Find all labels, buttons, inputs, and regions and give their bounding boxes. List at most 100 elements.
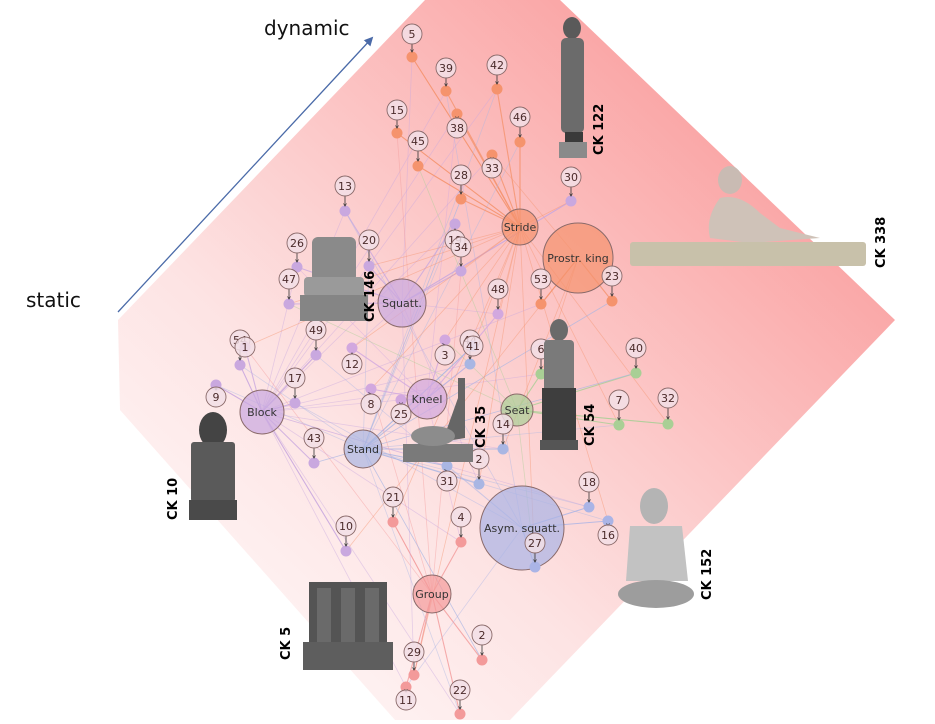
item-node-41[interactable]: 41 [462, 335, 484, 357]
item-node-23[interactable]: 23 [601, 265, 623, 307]
item-dot-22[interactable] [454, 708, 466, 720]
item-dot-2[interactable] [473, 478, 485, 490]
item-node-40[interactable]: 40 [625, 337, 647, 379]
hub-group[interactable]: Group [412, 574, 452, 614]
item-node-42[interactable]: 42 [486, 54, 508, 95]
item-node-8[interactable]: 8 [360, 383, 382, 415]
hub-circle-group[interactable] [412, 574, 452, 614]
item-dot-14[interactable] [497, 443, 509, 455]
item-node-34[interactable]: 34 [450, 236, 472, 277]
item-dot-2[interactable] [476, 654, 488, 666]
item-dot-6[interactable] [535, 368, 547, 380]
item-node-5[interactable]: 5 [401, 23, 423, 63]
item-node-15[interactable]: 15 [386, 99, 408, 139]
item-dot-54[interactable] [234, 359, 246, 371]
item-dot-11[interactable] [400, 681, 412, 693]
item-dot-30[interactable] [565, 195, 577, 207]
item-dot-29[interactable] [408, 669, 420, 681]
item-dot-12[interactable] [346, 342, 358, 354]
item-dot-5[interactable] [406, 51, 418, 63]
item-dot-40[interactable] [630, 367, 642, 379]
item-dot-18[interactable] [583, 501, 595, 513]
hub-circle-kneel[interactable] [406, 378, 448, 420]
item-node-43[interactable]: 43 [303, 427, 325, 469]
item-dot-38[interactable] [451, 108, 463, 120]
hub-circle-stride[interactable] [501, 208, 539, 246]
item-dot-3[interactable] [439, 334, 451, 346]
item-dot-28[interactable] [455, 193, 467, 205]
item-node-21[interactable]: 21 [382, 486, 404, 528]
item-node-12[interactable]: 12 [341, 342, 363, 375]
item-dot-48[interactable] [492, 308, 504, 320]
item-dot-10[interactable] [340, 545, 352, 557]
hub-stride[interactable]: Stride [501, 208, 539, 246]
item-dot-19[interactable] [449, 218, 461, 230]
item-node-10[interactable]: 10 [335, 515, 357, 557]
item-dot-45[interactable] [412, 160, 424, 172]
hub-kneel[interactable]: Kneel [406, 378, 448, 420]
item-node-20[interactable]: 20 [358, 229, 380, 272]
item-node-13[interactable]: 13 [334, 175, 356, 217]
item-node-3[interactable]: 3 [434, 334, 456, 366]
item-node-2[interactable]: 2 [471, 624, 493, 666]
item-dot-33[interactable] [486, 149, 498, 161]
item-node-48[interactable]: 48 [487, 278, 509, 320]
item-node-4[interactable]: 4 [450, 506, 472, 548]
item-dot-39[interactable] [440, 85, 452, 97]
hub-asym[interactable]: Asym. squatt. [479, 485, 565, 571]
item-node-29[interactable]: 29 [403, 641, 425, 681]
item-node-22[interactable]: 22 [449, 679, 471, 720]
item-dot-44[interactable] [464, 358, 476, 370]
item-dot-7[interactable] [613, 419, 625, 431]
hub-circle-prostr[interactable] [542, 222, 614, 294]
item-node-26[interactable]: 26 [286, 232, 308, 273]
item-dot-53[interactable] [535, 298, 547, 310]
hub-block[interactable]: Block [239, 389, 285, 435]
item-dot-46[interactable] [514, 136, 526, 148]
item-node-17[interactable]: 17 [284, 367, 306, 409]
item-dot-23[interactable] [606, 295, 618, 307]
item-node-16[interactable]: 16 [597, 515, 619, 546]
hub-circle-stand[interactable] [343, 429, 383, 469]
item-dot-31[interactable] [441, 460, 453, 472]
hub-stand[interactable]: Stand [343, 429, 383, 469]
item-dot-13[interactable] [339, 205, 351, 217]
item-node-32[interactable]: 32 [657, 387, 679, 430]
item-node-14[interactable]: 14 [492, 413, 514, 455]
item-node-28[interactable]: 28 [450, 164, 472, 205]
item-node-7[interactable]: 7 [608, 389, 630, 431]
item-node-49[interactable]: 49 [305, 319, 327, 361]
item-node-18[interactable]: 18 [578, 471, 600, 513]
item-dot-25[interactable] [395, 394, 407, 406]
item-node-39[interactable]: 39 [435, 57, 457, 97]
item-node-27[interactable]: 27 [524, 532, 546, 573]
item-node-46[interactable]: 46 [509, 106, 531, 148]
item-dot-43[interactable] [308, 457, 320, 469]
item-dot-8[interactable] [365, 383, 377, 395]
item-dot-20[interactable] [363, 260, 375, 272]
item-dot-15[interactable] [391, 127, 403, 139]
item-dot-4[interactable] [455, 536, 467, 548]
item-dot-49[interactable] [310, 349, 322, 361]
hub-squatt[interactable]: Squatt. [377, 278, 427, 328]
item-dot-27[interactable] [529, 561, 541, 573]
item-node-9[interactable]: 9 [205, 379, 227, 408]
hub-prostr[interactable]: Prostr. king [542, 222, 614, 294]
item-node-30[interactable]: 30 [560, 166, 582, 207]
item-dot-16[interactable] [602, 515, 614, 527]
item-node-33[interactable]: 33 [481, 149, 503, 179]
hub-circle-block[interactable] [239, 389, 285, 435]
item-node-53[interactable]: 53 [530, 268, 552, 310]
item-dot-26[interactable] [291, 261, 303, 273]
item-dot-42[interactable] [491, 83, 503, 95]
item-node-11[interactable]: 11 [395, 681, 417, 711]
item-dot-34[interactable] [455, 265, 467, 277]
item-node-38[interactable]: 38 [446, 108, 468, 139]
item-node-25[interactable]: 25 [390, 394, 412, 425]
item-node-47[interactable]: 47 [278, 268, 300, 310]
item-dot-47[interactable] [283, 298, 295, 310]
item-node-31[interactable]: 31 [436, 460, 458, 492]
hub-circle-squatt[interactable] [377, 278, 427, 328]
item-node-1[interactable]: 1 [234, 336, 256, 358]
item-dot-17[interactable] [289, 397, 301, 409]
